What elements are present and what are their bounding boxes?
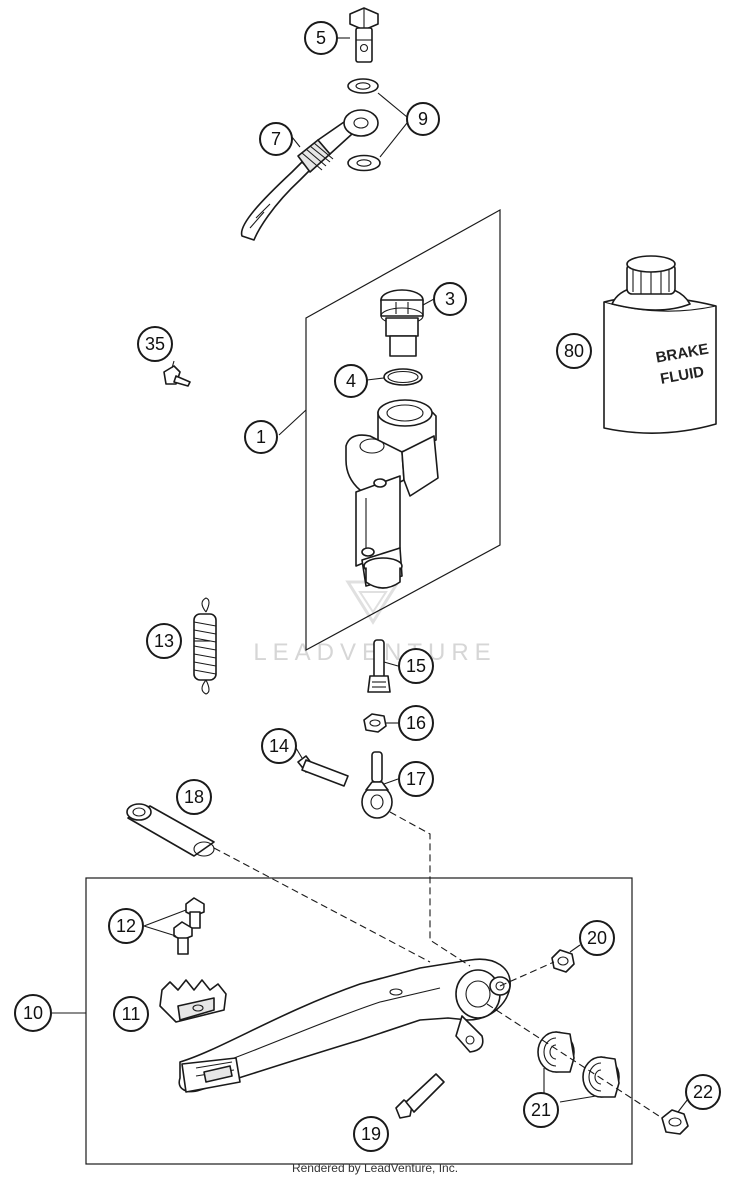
sealing-washer-lower	[347, 154, 381, 172]
callout-10-label: 10	[23, 1003, 43, 1023]
callout-4-label: 4	[346, 371, 356, 391]
callout-9: 9	[406, 102, 440, 136]
callout-12-label: 12	[116, 916, 136, 936]
flange-nut-end	[661, 1109, 689, 1135]
o-ring	[383, 368, 423, 386]
callout-11: 11	[113, 996, 149, 1032]
callout-15-label: 15	[406, 656, 426, 676]
callout-21-label: 21	[531, 1100, 551, 1120]
callout-20-label: 20	[587, 928, 607, 948]
callout-3: 3	[433, 282, 467, 316]
callout-22-label: 22	[693, 1082, 713, 1102]
clevis-rod	[361, 751, 393, 819]
bearing-left	[537, 1031, 575, 1073]
callout-17: 17	[398, 761, 434, 797]
callout-1-label: 1	[256, 427, 266, 447]
callout-3-label: 3	[445, 289, 455, 309]
brake-fluid-bottle: BRAKE FLUID	[603, 255, 717, 434]
pedal-pivot-bolt	[395, 1073, 445, 1119]
brake-pedal-group-outline	[85, 877, 633, 1165]
flange-nut-pedal	[551, 949, 575, 973]
callout-4: 4	[334, 364, 368, 398]
callout-12: 12	[108, 908, 144, 944]
brake-pedal	[178, 958, 511, 1093]
reservoir-cap-fitting	[380, 289, 424, 357]
callout-14: 14	[261, 728, 297, 764]
return-spring	[193, 597, 217, 695]
callout-13: 13	[146, 623, 182, 659]
clevis-bolt	[297, 755, 349, 787]
callout-10: 10	[14, 994, 52, 1032]
callout-20: 20	[579, 920, 615, 956]
brake-hose	[240, 109, 379, 241]
callout-16: 16	[398, 705, 434, 741]
callout-21: 21	[523, 1092, 559, 1128]
watermark: LEADVENTURE	[253, 580, 496, 666]
callout-1: 1	[244, 420, 278, 454]
callout-13-label: 13	[154, 631, 174, 651]
small-screw	[163, 365, 191, 387]
master-cylinder-body	[345, 399, 439, 589]
callout-19: 19	[353, 1116, 389, 1152]
callout-19-label: 19	[361, 1124, 381, 1144]
watermark-text: LEADVENTURE	[253, 639, 496, 666]
callout-16-label: 16	[406, 713, 426, 733]
push-rod-adjuster	[367, 639, 391, 693]
leader-lines	[52, 37, 689, 1113]
callout-18-label: 18	[184, 787, 204, 807]
callout-5: 5	[304, 21, 338, 55]
callout-11-label: 11	[122, 1004, 141, 1024]
callout-35: 35	[137, 326, 173, 362]
callout-14-label: 14	[269, 736, 289, 756]
assembly-lines	[213, 811, 663, 1119]
pivot-sleeve	[126, 803, 215, 857]
bearing-right	[582, 1056, 620, 1098]
callout-5-label: 5	[316, 28, 326, 48]
callout-7-label: 7	[271, 129, 281, 149]
callout-18: 18	[176, 779, 212, 815]
callout-22: 22	[685, 1074, 721, 1110]
footer-credit: Rendered by LeadVenture, Inc.	[292, 1161, 458, 1175]
callout-9-label: 9	[418, 109, 428, 129]
callout-15: 15	[398, 648, 434, 684]
callout-7: 7	[259, 122, 293, 156]
master-cylinder-group-outline	[305, 208, 501, 652]
pedal-bolts	[173, 897, 205, 955]
banjo-bolt	[349, 7, 379, 63]
callout-80-label: 80	[564, 341, 584, 361]
hex-nut	[363, 713, 387, 733]
sealing-washer-upper	[347, 78, 379, 94]
callout-35-label: 35	[145, 334, 165, 354]
pedal-step-tip	[159, 979, 227, 1023]
callout-17-label: 17	[406, 769, 426, 789]
callout-80: 80	[556, 333, 592, 369]
